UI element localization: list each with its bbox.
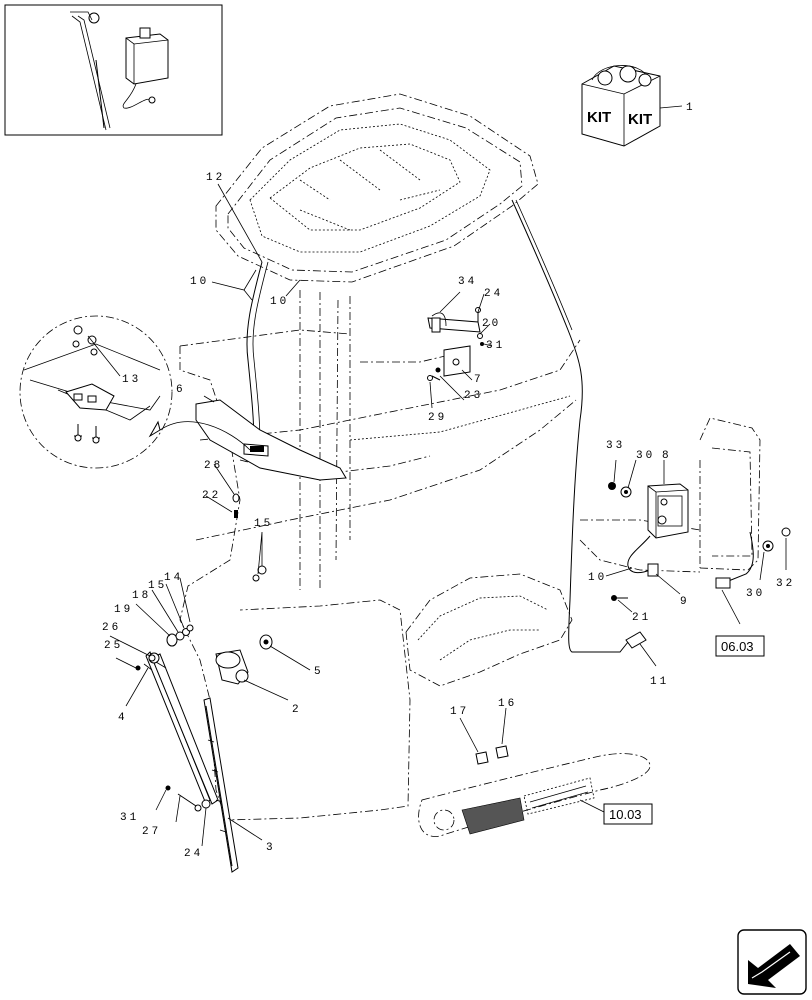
callout-10b: 10	[270, 296, 289, 308]
callout-15a: 15	[254, 518, 273, 530]
callout-14: 14	[164, 572, 183, 584]
inset-overview	[4, 4, 223, 136]
next-page-arrow-icon[interactable]	[737, 929, 807, 995]
callout-27: 27	[142, 826, 161, 838]
callout-30b: 30	[746, 588, 765, 600]
callout-31a: 31	[486, 340, 505, 352]
callout-23: 23	[464, 390, 483, 402]
callout-7: 7	[474, 374, 481, 386]
callout-34: 34	[458, 276, 477, 288]
wiper-blade	[203, 697, 239, 873]
callout-10c: 10	[588, 572, 607, 584]
callout-6: 6	[176, 384, 183, 396]
ref-box-0603[interactable]: 06.03	[715, 635, 765, 657]
ref-box-1003[interactable]: 10.03	[603, 803, 653, 825]
callout-12: 12	[206, 172, 225, 184]
callout-4: 4	[118, 712, 125, 724]
callout-30a: 30	[636, 450, 655, 462]
callout-24b: 24	[184, 848, 203, 860]
callout-labels: 1 2 3 4 5 6 7 8 9 10 10 10 11 12 13 14 1…	[102, 102, 795, 860]
callout-21: 21	[632, 612, 651, 624]
callout-32: 32	[776, 578, 795, 590]
callout-24a: 24	[484, 288, 503, 300]
callout-18: 18	[132, 590, 151, 602]
callout-10a: 10	[190, 276, 209, 288]
callout-3: 3	[266, 842, 273, 854]
cab-roof	[215, 93, 539, 283]
callout-31b: 31	[120, 812, 139, 824]
callout-15b: 15	[148, 580, 167, 592]
detail-magnifier	[19, 315, 251, 469]
callout-13: 13	[122, 374, 141, 386]
leader-lines	[87, 183, 787, 847]
callout-19: 19	[114, 604, 133, 616]
callout-5: 5	[314, 666, 321, 678]
callout-1: 1	[686, 102, 693, 114]
callout-25: 25	[104, 640, 123, 652]
kit-icon: KIT KIT	[581, 65, 683, 147]
callout-17: 17	[450, 706, 469, 718]
hardware-parts	[135, 307, 791, 812]
callout-16: 16	[498, 698, 517, 710]
headliner-cover	[195, 399, 347, 481]
wiper-motor-assembly	[143, 634, 273, 809]
ref-0603-label: 06.03	[721, 639, 754, 654]
washer-hose-right	[511, 199, 629, 653]
callout-26: 26	[102, 622, 121, 634]
kit-label-right: KIT	[628, 111, 652, 128]
callout-2: 2	[292, 704, 299, 716]
callout-9: 9	[680, 596, 687, 608]
callout-33: 33	[606, 440, 625, 452]
callout-11: 11	[650, 676, 669, 688]
washer-hose-left	[246, 261, 269, 447]
callout-28: 28	[204, 460, 223, 472]
callout-22: 22	[202, 490, 221, 502]
lower-light-housing	[418, 753, 651, 837]
callout-8: 8	[662, 450, 669, 462]
callout-20: 20	[482, 318, 501, 330]
callout-29: 29	[428, 412, 447, 424]
ref-1003-label: 10.03	[609, 807, 642, 822]
kit-label-left: KIT	[587, 109, 611, 126]
